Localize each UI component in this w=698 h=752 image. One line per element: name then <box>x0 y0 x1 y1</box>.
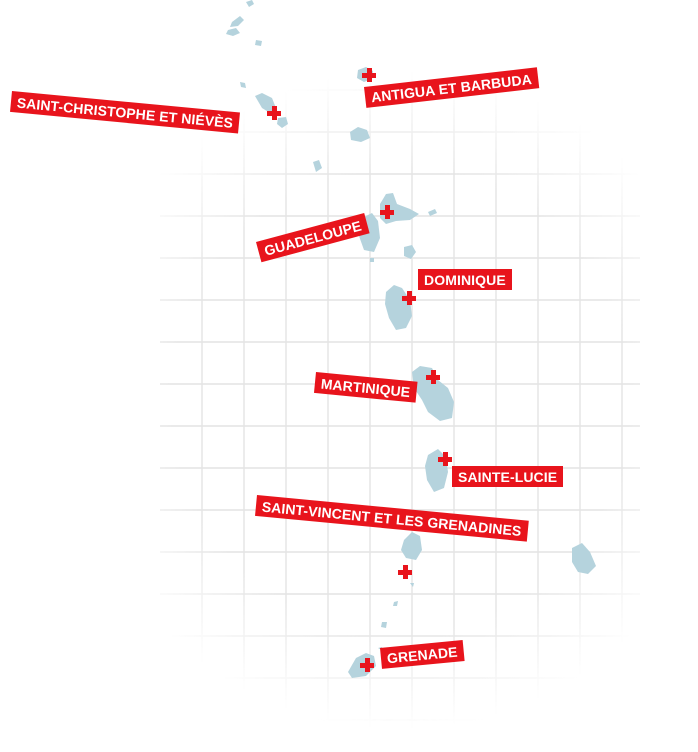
island-montserrat <box>313 160 322 172</box>
red-cross-icon-stkitts[interactable] <box>267 106 281 120</box>
label-stelucie[interactable]: SAINTE-LUCIE <box>452 466 564 487</box>
island-nevis <box>277 117 288 128</box>
island-redonda <box>350 127 370 142</box>
island-barbados <box>572 543 596 574</box>
island-les-saintes <box>370 258 374 262</box>
island-mustique <box>393 601 398 606</box>
island-desirade <box>428 209 437 216</box>
red-cross-icon-antigua[interactable] <box>362 68 376 82</box>
red-cross-icon-dominique[interactable] <box>402 291 416 305</box>
island-saint-kitts <box>255 93 276 113</box>
islands <box>226 0 596 678</box>
island-guadeloupe-east <box>380 193 419 224</box>
red-cross-icon-stelucie[interactable] <box>438 452 452 466</box>
island-saint-martin <box>226 28 240 36</box>
island-bequia <box>410 583 414 587</box>
red-cross-icon-grenade[interactable] <box>360 658 374 672</box>
red-cross-icon-martinique[interactable] <box>426 370 440 384</box>
island-statia <box>240 82 246 88</box>
island-saint-vincent <box>401 532 422 560</box>
label-dominique[interactable]: DOMINIQUE <box>418 269 512 290</box>
red-cross-icon-stvincent[interactable] <box>398 565 412 579</box>
island-canouan <box>381 622 387 628</box>
red-cross-icon-guadeloupe[interactable] <box>380 205 394 219</box>
island-marie-galante <box>404 245 416 259</box>
island-anguilla <box>230 16 244 27</box>
island-barbuda <box>246 0 254 7</box>
island-saba <box>255 40 262 46</box>
island-martinique <box>412 366 454 421</box>
